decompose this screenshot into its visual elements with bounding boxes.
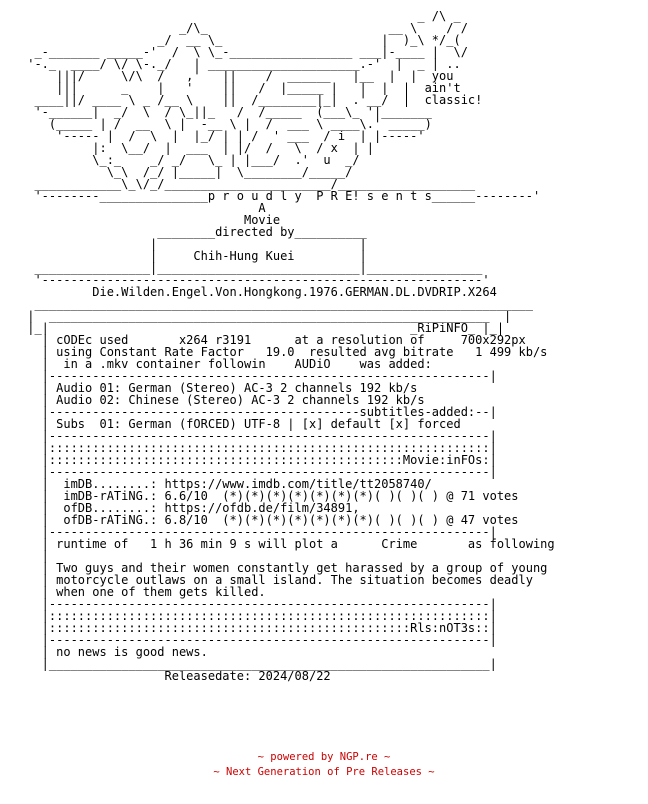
nfo-line: |:::::::::::::::::::::::::::::::::::::::…	[20, 441, 497, 455]
nfo-line: |---------------------------------------…	[20, 405, 497, 419]
nfo-line: Die.Wilden.Engel.Von.Hongkong.1976.GERMA…	[20, 285, 497, 299]
nfo-line: '---------------------------------------…	[20, 273, 490, 287]
nfo-line: Movie	[20, 213, 281, 227]
nfo-line: Releasedate: 2024/08/22	[20, 669, 331, 683]
nfo-line: |---------------------------------------…	[20, 525, 497, 539]
nfo-line: '----- | / \ | |_/ | | / ' ___ / i | |--…	[20, 129, 425, 143]
nfo-line: | in a .mkv container followin AUDiO was…	[20, 357, 432, 371]
nfo-line: '--------_______________p r o u d l y P …	[20, 189, 541, 203]
nfo-line: | cODEc used x264 r3191 at a resolution …	[20, 333, 526, 347]
nfo-line: |---------------------------------------…	[20, 369, 497, 383]
nfo-line: '-______| _/ \ / \_||_ / /_____ (___\_ '…	[20, 105, 432, 119]
nfo-line: | no news is good news.	[20, 645, 208, 659]
footer-tagline: ~ Next Generation of Pre Releases ~	[213, 766, 435, 778]
nfo-line: \_:_ _/ _/ \_ | |___/ .' u _/	[20, 153, 360, 167]
nfo-line: ____________\_\/_/______________________…	[20, 177, 476, 191]
nfo-line: |_| _RiPiNFO_ |_|	[20, 321, 505, 335]
nfo-line: _/\_ __ \ / /	[20, 21, 468, 35]
nfo-line: | |	[20, 237, 367, 251]
footer-powered-by: ~ powered by NGP.re ~	[257, 751, 391, 763]
nfo-line: ||| _ | ' || / |_____ | | | | ain't	[20, 81, 461, 95]
nfo-line: | when one of them gets killed.	[20, 585, 266, 599]
nfo-line: ________directed by__________	[20, 225, 367, 239]
nfo-line: | ______________________________________…	[20, 309, 512, 323]
nfo-line: | Audio 01: German (Stereo) AC-3 2 chann…	[20, 381, 418, 395]
nfo-line: (_____ | / __ \ | -__ \ | / ___ \ ____\.…	[20, 117, 432, 131]
nfo-line: | imDB-rATiNG.: 6.6/10 (*)(*)(*)(*)(*)(*…	[20, 489, 519, 503]
nfo-line: _/ __ \_ | )_\ */_(	[20, 33, 461, 47]
nfo-line: ________________________________________…	[20, 297, 533, 311]
nfo-line: \_\ /_/ |_____| \________/_____/	[20, 165, 353, 179]
nfo-line: | Audio 02: Chinese (Stereo) AC-3 2 chan…	[20, 393, 425, 407]
nfo-line: |	[20, 549, 49, 563]
nfo-line: _-_______ _____-' / \ \_-_______________…	[20, 45, 468, 59]
nfo-line: | Chih-Hung Kuei |	[20, 249, 367, 263]
nfo-line: A	[20, 201, 266, 215]
nfo-line: ____||/ ____ \ _ /__ \ || /________|_| .…	[20, 93, 483, 107]
nfo-line: | ofDB........: https://ofdb.de/film/348…	[20, 501, 360, 515]
nfo-line: |---------------------------------------…	[20, 429, 497, 443]
footer: ~ powered by NGP.re ~ ~ Next Generation …	[0, 750, 648, 780]
nfo-line: |:::::::::::::::::::::::::::::::::::::::…	[20, 453, 497, 467]
nfo-line: | runtime of 1 h 36 min 9 s will plot a …	[20, 537, 555, 551]
nfo-line: | ofDB-rATiNG.: 6.8/10 (*)(*)(*)(*)(*)(*…	[20, 513, 519, 527]
nfo-line: |||/ \/\ / ,' || / ______ |__ | | you	[20, 69, 454, 83]
nfo-line: |:::::::::::::::::::::::::::::::::::::::…	[20, 621, 497, 635]
nfo-line: | using Constant Rate Factor 19.0 result…	[20, 345, 548, 359]
nfo-line: '-._ ____/ \/ \-._/ | __________________…	[20, 57, 461, 71]
nfo-line: |_______________________________________…	[20, 657, 497, 671]
nfo-line: |---------------------------------------…	[20, 465, 497, 479]
nfo-line: |---------------------------------------…	[20, 633, 497, 647]
nfo-line: |---------------------------------------…	[20, 597, 497, 611]
nfo-line: | motorcycle outlaws on a small island. …	[20, 573, 533, 587]
nfo-line: ________________|_______________________…	[20, 261, 483, 275]
nfo-line: |:::::::::::::::::::::::::::::::::::::::…	[20, 609, 497, 623]
nfo-line: | Subs 01: German (fORCED) UTF-8 | [x] d…	[20, 417, 461, 431]
nfo-line: |: \__/ | ___ | |/ / \ / x | |	[20, 141, 375, 155]
nfo-line: _ /\ _	[20, 9, 461, 23]
nfo-text-block: _ /\ _ _/\_ __ \ / / _/ __ \_ | )_\ */_(…	[20, 9, 555, 683]
nfo-line: | imDB........: https://www.imdb.com/tit…	[20, 477, 432, 491]
nfo-line: | Two guys and their women constantly ge…	[20, 561, 548, 575]
